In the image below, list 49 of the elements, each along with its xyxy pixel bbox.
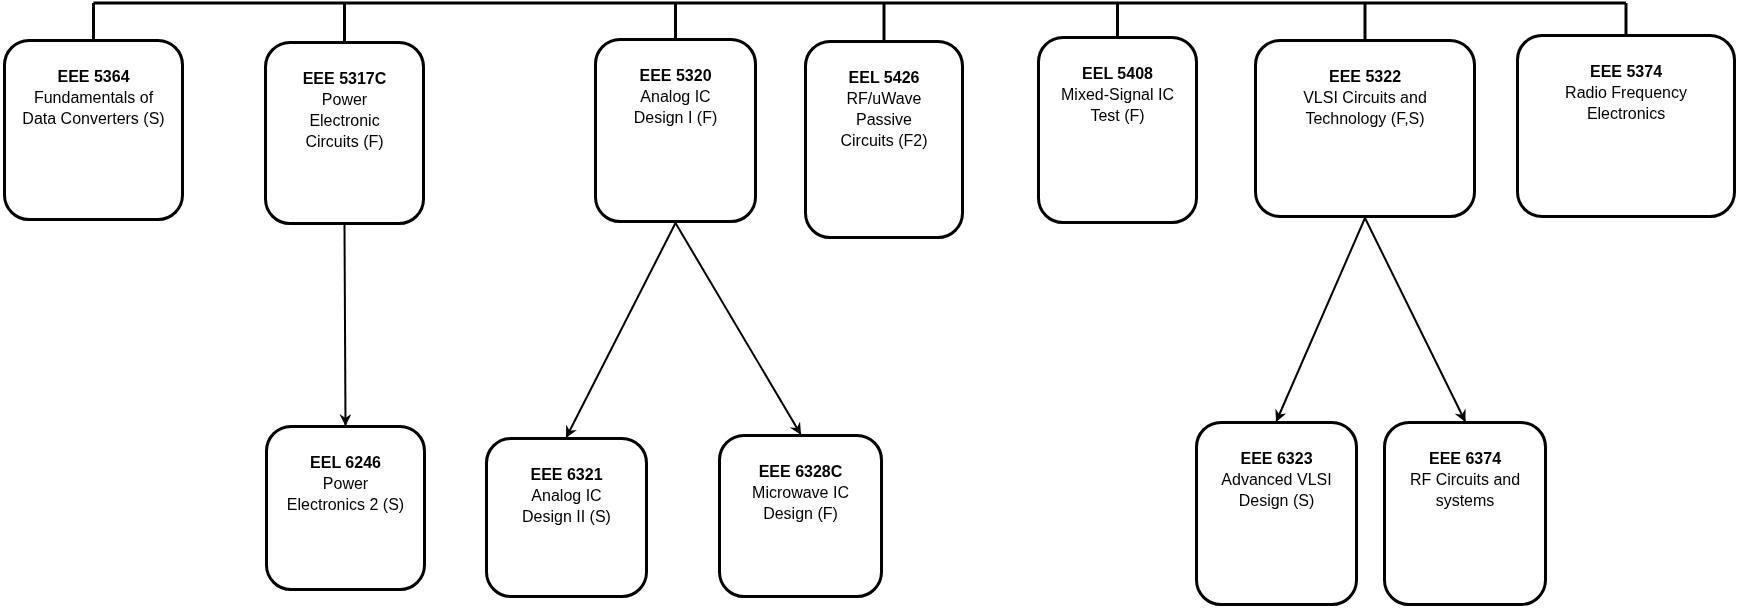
course-title: RF/uWave Passive Circuits (F2): [839, 89, 929, 151]
course-box: [3, 39, 184, 221]
course-box: [1383, 421, 1547, 606]
course-box: [1516, 34, 1736, 218]
course-code: EEL 5408: [1082, 64, 1153, 84]
connector-line: [1363, 3, 1367, 39]
course-box: [1195, 421, 1358, 606]
connector-line: [882, 3, 886, 40]
course-title: Advanced VLSI Design (S): [1220, 470, 1333, 511]
arrow: [339, 224, 352, 426]
course-code: EEE 6323: [1240, 449, 1313, 469]
course-title: Fundamentals of Data Converters (S): [21, 88, 166, 129]
course-code: EEL 5426: [848, 68, 920, 88]
connector-line: [92, 3, 95, 39]
course-code: EEE 5320: [639, 66, 712, 86]
course-box: [265, 425, 426, 591]
course-box: [485, 437, 648, 598]
arrow: [1275, 217, 1366, 422]
course-code: EEL 6246: [310, 453, 381, 473]
course-box: [718, 434, 883, 598]
course-title: RF Circuits and systems: [1408, 470, 1522, 511]
course-title: Power Electronics 2 (S): [285, 474, 406, 515]
course-title: Microwave IC Design (F): [751, 483, 850, 524]
course-title: Radio Frequency Electronics: [1564, 83, 1688, 124]
course-code: EEE 5364: [57, 67, 130, 87]
course-box: [1037, 36, 1198, 224]
course-code: EEE 5374: [1589, 62, 1663, 82]
course-title: VLSI Circuits and Technology (F,S): [1302, 88, 1428, 129]
course-box: [264, 41, 425, 225]
course-title: Analog IC Design II (S): [521, 486, 612, 527]
course-code: EEE 5322: [1328, 67, 1402, 87]
connector-line: [93, 1, 1626, 5]
course-box: [594, 38, 757, 223]
arrow: [1364, 217, 1466, 422]
course-code: EEE 6328C: [758, 462, 843, 482]
course-title: Mixed-Signal IC Test (F): [1060, 85, 1175, 126]
connector-line: [1624, 3, 1628, 34]
course-code: EEE 6374: [1428, 449, 1502, 469]
course-code: EEE 6321: [530, 465, 603, 485]
course-code: EEE 5317C: [302, 69, 387, 89]
connector-line: [674, 3, 677, 38]
course-box: [804, 40, 964, 239]
course-title: Analog IC Design I (F): [632, 87, 719, 128]
connector-line: [1116, 3, 1119, 36]
course-title: Power Electronic Circuits (F): [304, 90, 385, 152]
course-box: [1254, 39, 1476, 218]
connector-line: [343, 3, 346, 41]
arrow: [565, 222, 677, 438]
arrow: [674, 222, 802, 435]
